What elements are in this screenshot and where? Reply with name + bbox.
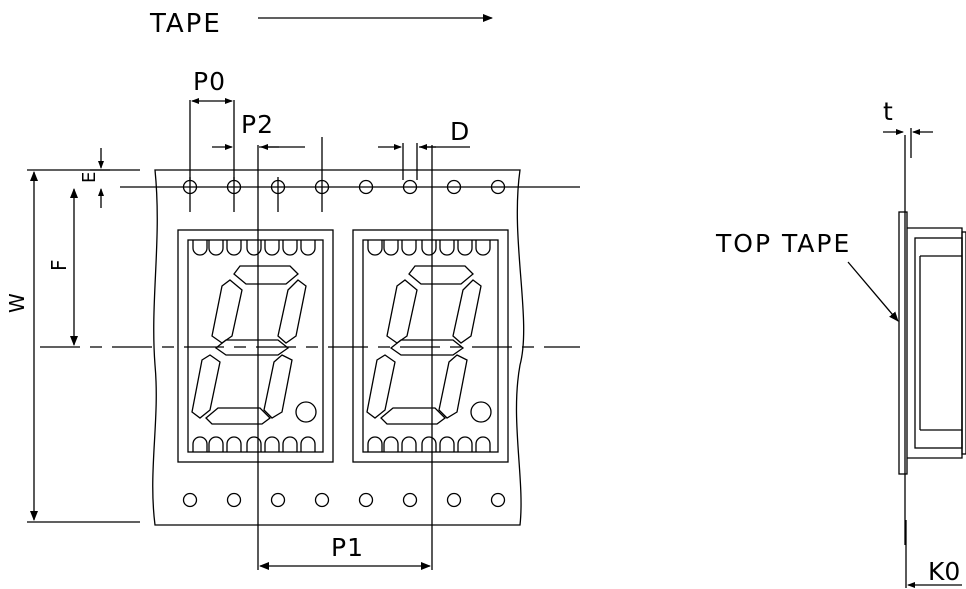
w-label: W xyxy=(5,293,29,313)
component-pocket-1 xyxy=(177,229,334,463)
tape-side-view xyxy=(898,135,966,545)
top-tape-callout: TOP TAPE xyxy=(715,229,899,322)
e-label: E xyxy=(79,172,100,183)
sprocket-holes-bottom xyxy=(182,492,506,508)
dimension-d: D xyxy=(378,117,470,180)
top-tape-label: TOP TAPE xyxy=(715,229,851,258)
dimension-p2: P2 xyxy=(212,110,305,150)
carrier-tape-outline xyxy=(152,169,525,526)
p2-label: P2 xyxy=(241,110,274,139)
sprocket-hole-center-marks xyxy=(189,137,323,212)
tape-label: TAPE xyxy=(149,9,222,39)
tape-direction-indicator: TAPE xyxy=(149,9,493,39)
f-label: F xyxy=(47,259,71,271)
seven-segment-digit-2 xyxy=(366,265,492,425)
dimension-p1: P1 xyxy=(259,533,431,570)
t-label: t xyxy=(883,97,893,126)
dimension-p0: P0 xyxy=(189,67,235,180)
p0-label: P0 xyxy=(193,67,226,96)
dimension-e: E xyxy=(79,148,110,208)
seven-segment-digit-1 xyxy=(191,265,317,425)
p1-label: P1 xyxy=(331,533,364,562)
dimension-f: F xyxy=(47,188,78,346)
component-pocket-2 xyxy=(352,229,509,463)
dimension-w: W xyxy=(5,169,140,523)
k0-label: K0 xyxy=(928,557,960,586)
d-label: D xyxy=(450,117,469,146)
dimension-t: t xyxy=(883,97,933,158)
dimension-k0: K0 xyxy=(905,520,962,588)
